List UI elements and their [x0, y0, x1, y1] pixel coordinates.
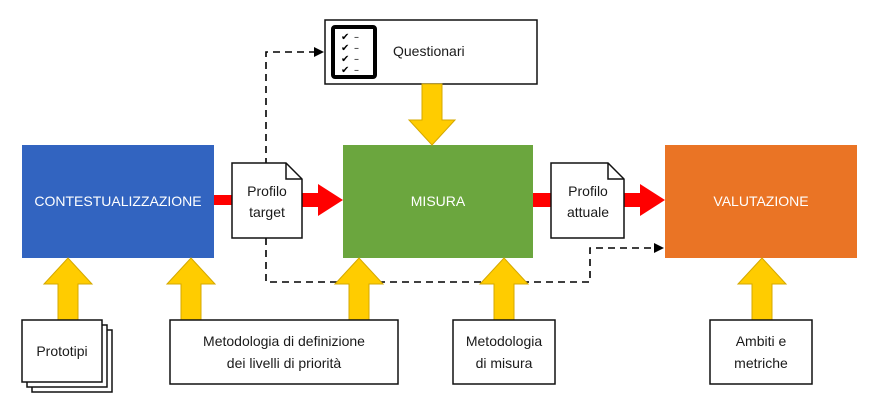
- stage-evaluation-box: [665, 145, 857, 258]
- stage-contextualization-box: [22, 145, 214, 258]
- input-arrow-scopes: [736, 257, 788, 321]
- document-target-profile-line2: target: [249, 204, 285, 220]
- input-prototypes: Prototipi: [21, 319, 113, 393]
- checklist-check-4: ✔: [341, 65, 349, 76]
- checklist-dash-1: –: [354, 32, 359, 43]
- input-arrow-measure-method: [478, 257, 530, 321]
- input-scopes-metrics: Ambiti e metriche: [709, 319, 813, 385]
- measure-method-box: [452, 319, 556, 385]
- measure-method-line2: di misura: [476, 355, 533, 371]
- flow-arrow-4: [624, 184, 665, 216]
- priority-method-box: [169, 319, 399, 385]
- stage-evaluation: VALUTAZIONE: [665, 145, 857, 258]
- input-arrow-questionnaires: [407, 83, 457, 146]
- priority-method-line1: Metodologia di definizione: [203, 333, 365, 349]
- input-arrow-prototypes: [42, 257, 94, 321]
- dashed-connector-to-questionnaires: [265, 47, 324, 165]
- document-target-profile: Profilo target: [231, 162, 303, 239]
- prototypes-sheet-front: [21, 319, 103, 383]
- stage-evaluation-label: VALUTAZIONE: [713, 193, 808, 209]
- input-measure-method: Metodologia di misura: [452, 319, 556, 385]
- input-arrow-priority-method-2: [333, 257, 385, 321]
- input-arrow-priority-method-1: [165, 257, 217, 321]
- checklist-dash-3: –: [354, 54, 359, 65]
- scopes-metrics-line2: metriche: [734, 355, 788, 371]
- document-current-profile-line1: Profilo: [568, 183, 608, 199]
- flow-arrow-3: [533, 193, 551, 207]
- checklist-icon: ✔ – ✔ – ✔ – ✔ –: [331, 25, 377, 79]
- checklist-dash-2: –: [354, 43, 359, 54]
- flow-arrow-1: [214, 195, 232, 205]
- input-priority-method: Metodologia di definizione dei livelli d…: [169, 319, 399, 385]
- stage-contextualization: CONTESTUALIZZAZIONE: [22, 145, 214, 258]
- document-current-profile-shape: [550, 162, 625, 239]
- document-current-profile-fold: [607, 163, 624, 180]
- checklist-check-3: ✔: [341, 54, 349, 65]
- checklist-check-2: ✔: [341, 43, 349, 54]
- document-current-profile: Profilo attuale: [550, 162, 625, 239]
- document-current-profile-line2: attuale: [567, 204, 609, 220]
- prototypes-label: Prototipi: [36, 343, 87, 359]
- questionnaires-label: Questionari: [393, 43, 465, 59]
- stage-contextualization-label: CONTESTUALIZZAZIONE: [34, 193, 201, 209]
- dashed-connector-to-evaluation: [265, 238, 664, 283]
- priority-method-line2: dei livelli di priorità: [227, 355, 342, 371]
- checklist-dash-4: –: [354, 65, 359, 76]
- stage-measure-box: [343, 145, 533, 258]
- stage-measure: MISURA: [343, 145, 533, 258]
- checklist-check-1: ✔: [341, 32, 349, 43]
- stage-measure-label: MISURA: [411, 193, 466, 209]
- scopes-metrics-line1: Ambiti e: [736, 333, 787, 349]
- document-target-profile-fold: [285, 163, 302, 180]
- scopes-metrics-box: [709, 319, 813, 385]
- document-target-profile-line1: Profilo: [247, 183, 287, 199]
- document-target-profile-shape: [231, 162, 303, 239]
- questionnaires-box: ✔ – ✔ – ✔ – ✔ – Questionari: [324, 19, 538, 85]
- measure-method-line1: Metodologia: [466, 333, 542, 349]
- flow-arrow-2: [302, 184, 343, 216]
